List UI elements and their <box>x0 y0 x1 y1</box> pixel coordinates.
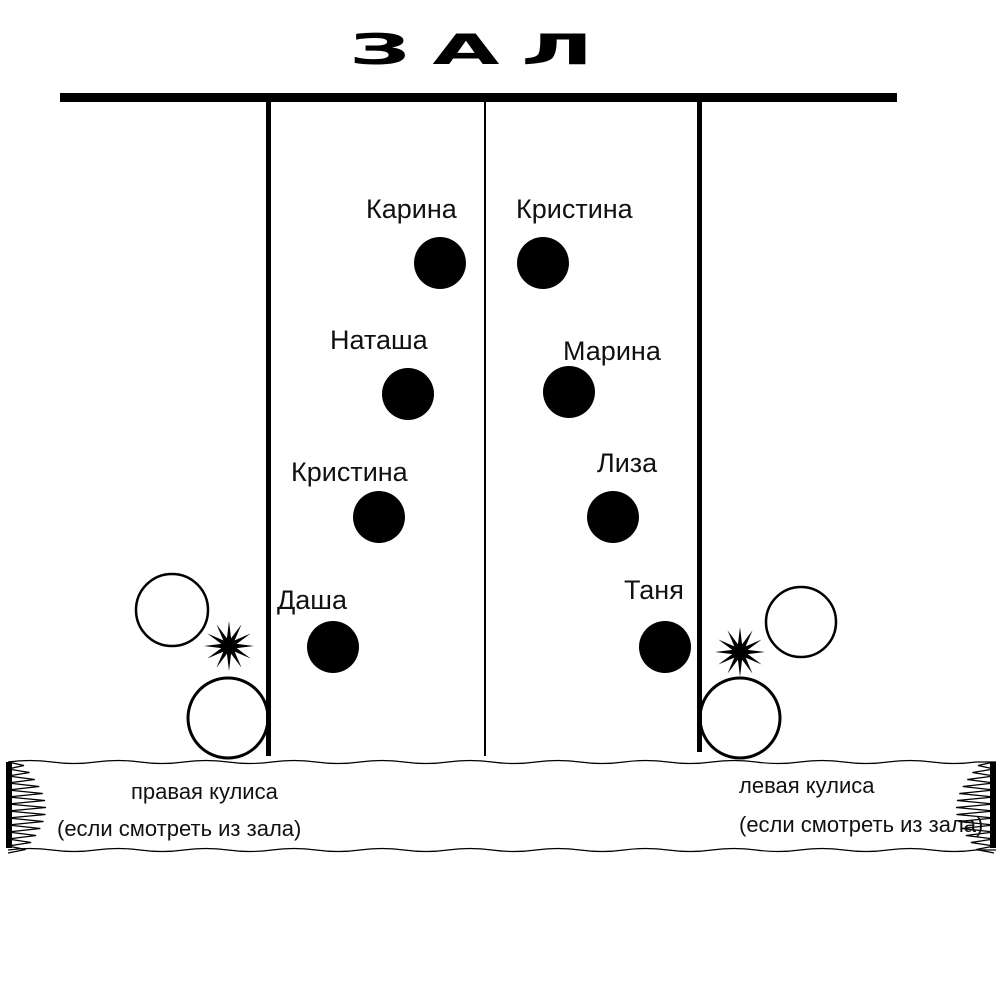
dancer-name-marina: Марина <box>563 336 662 366</box>
dancer-name-karina: Карина <box>366 194 458 224</box>
hall-title: ЗАЛ <box>349 26 615 75</box>
curtain-edge <box>6 762 12 848</box>
star-icon-right <box>715 627 765 677</box>
star-shape <box>715 627 765 677</box>
dancer-dot-karina <box>414 237 466 289</box>
prop-circle-right-lower <box>698 676 782 760</box>
star-icon-left <box>204 621 254 671</box>
dancer-name-liza: Лиза <box>597 448 658 478</box>
prop-circle-right-upper <box>764 585 838 659</box>
dancer-dot-natasha <box>382 368 434 420</box>
dancer-dot-kristina-left <box>353 491 405 543</box>
stage-front-edge <box>60 93 897 102</box>
right-boundary-line <box>697 100 702 752</box>
prop-circle-left-lower <box>186 676 270 760</box>
right-wing-label: правая кулиса <box>131 779 279 804</box>
dancer-dot-kristina-right <box>517 237 569 289</box>
right-wing-note: (если смотреть из зала) <box>57 816 301 841</box>
dancer-name-kristina-left: Кристина <box>291 457 409 487</box>
left-wing-label: левая кулиса <box>739 773 875 798</box>
curtain-fold-lines <box>7 761 47 854</box>
dancer-name-tanya: Таня <box>624 575 684 605</box>
dancer-dot-marina <box>543 366 595 418</box>
curtain-folds-left <box>6 761 47 854</box>
dancer-dot-dasha <box>307 621 359 673</box>
curtain-folds-right <box>955 761 996 854</box>
curtain-fold-lines <box>955 761 995 854</box>
left-wing-note: (если смотреть из зала) <box>739 812 983 837</box>
curtain-band-bottom-edge <box>7 847 996 853</box>
dancer-name-natasha: Наташа <box>330 325 429 355</box>
left-boundary-line <box>266 100 271 756</box>
center-line <box>484 100 486 756</box>
dancer-dot-tanya <box>639 621 691 673</box>
dancer-name-dasha: Даша <box>277 585 348 615</box>
curtain-edge <box>990 762 996 848</box>
dancer-dot-liza <box>587 491 639 543</box>
curtain-band-top-edge <box>7 759 996 765</box>
dancer-name-kristina-right: Кристина <box>516 194 634 224</box>
prop-circle-left-upper <box>134 572 210 648</box>
star-shape <box>204 621 254 671</box>
